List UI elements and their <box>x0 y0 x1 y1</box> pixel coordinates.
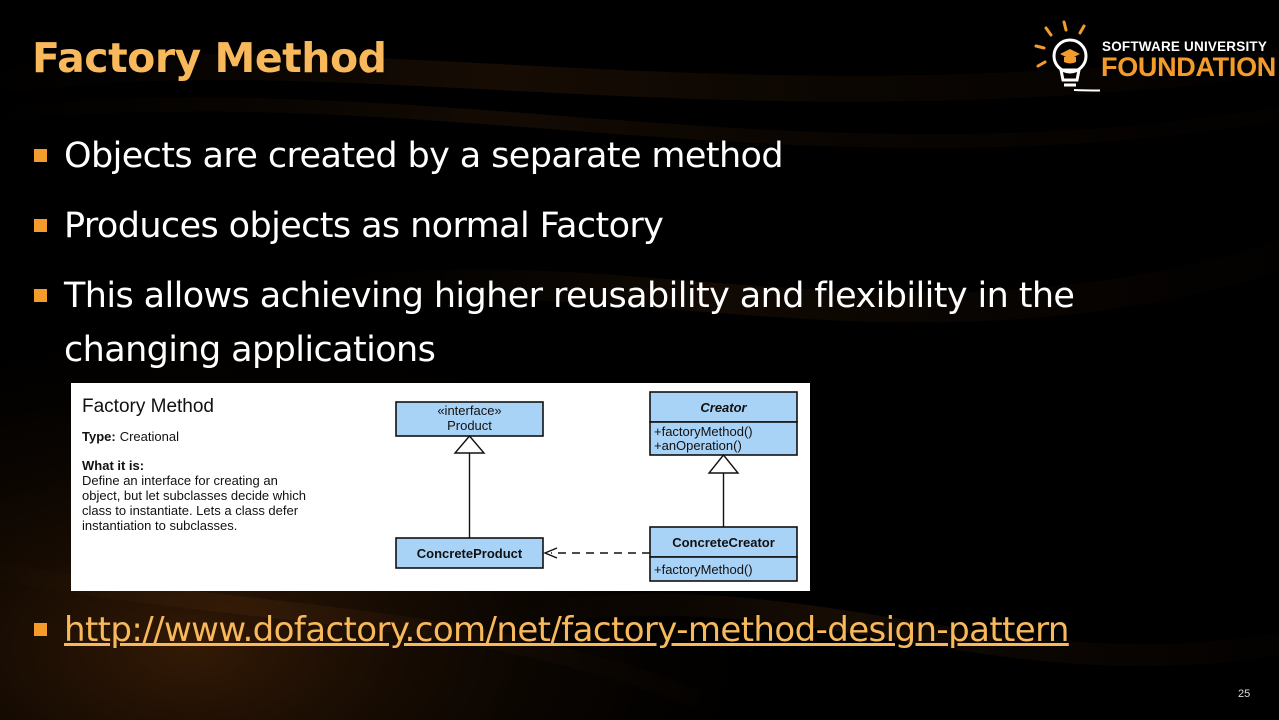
svg-text:«interface»: «interface» <box>437 403 501 418</box>
svg-text:+anOperation(): +anOperation() <box>654 438 742 453</box>
bullet-square-icon <box>34 623 47 636</box>
inheritance-arrow-icon <box>453 434 486 454</box>
uml-concrete-creator-box: ConcreteCreator +factoryMethod() <box>649 526 798 582</box>
bullet-text: changing applications <box>64 330 436 370</box>
slide-title: Factory Method <box>32 34 387 82</box>
svg-text:+factoryMethod(): +factoryMethod() <box>654 424 753 439</box>
diagram-what-label: What it is: <box>82 458 144 473</box>
factory-method-uml-diagram: Factory Method Type:Creational What it i… <box>71 383 810 591</box>
svg-text:+factoryMethod(): +factoryMethod() <box>654 562 753 577</box>
logo-text-top: SOFTWARE UNIVERSITY <box>1102 39 1268 54</box>
inheritance-arrow-icon <box>707 453 740 474</box>
uml-creator-box: Creator +factoryMethod() +anOperation() <box>649 391 798 456</box>
svg-text:ConcreteCreator: ConcreteCreator <box>672 535 775 550</box>
diagram-what-line: object, but let subclasses decide which <box>82 488 306 503</box>
bullet-square-icon <box>34 149 47 162</box>
svg-text:Creator: Creator <box>700 400 747 415</box>
page-number: 25 <box>1238 688 1251 700</box>
uml-concrete-product-box: ConcreteProduct <box>395 537 544 569</box>
uml-diagram-drawing: Factory Method Type:Creational What it i… <box>82 391 798 582</box>
lightbulb-icon <box>1034 20 1100 92</box>
diagram-what-line: Define an interface for creating an <box>82 473 278 488</box>
bullet-square-icon <box>34 219 47 232</box>
bullet-text: This allows achieving higher reusability… <box>64 276 1075 316</box>
svg-text:ConcreteProduct: ConcreteProduct <box>417 546 523 561</box>
diagram-what-line: instantiation to subclasses. <box>82 518 237 533</box>
diagram-type: Type:Creational <box>82 429 179 444</box>
svg-text:Product: Product <box>447 418 492 433</box>
software-university-logo: SOFTWARE UNIVERSITY FOUNDATION <box>1030 18 1276 98</box>
dofactory-link[interactable]: http://www.dofactory.com/net/factory-met… <box>64 610 1069 650</box>
bullet-text: Objects are created by a separate method <box>64 136 784 176</box>
uml-product-box: «interface» Product <box>395 401 544 437</box>
diagram-title: Factory Method <box>82 396 214 417</box>
logo-text-bottom: FOUNDATION <box>1101 52 1276 82</box>
bullet-square-icon <box>34 289 47 302</box>
dependency-arrow-icon <box>543 547 558 559</box>
diagram-what-line: class to instantiate. Lets a class defer <box>82 503 299 518</box>
bullet-text: Produces objects as normal Factory <box>64 206 664 246</box>
